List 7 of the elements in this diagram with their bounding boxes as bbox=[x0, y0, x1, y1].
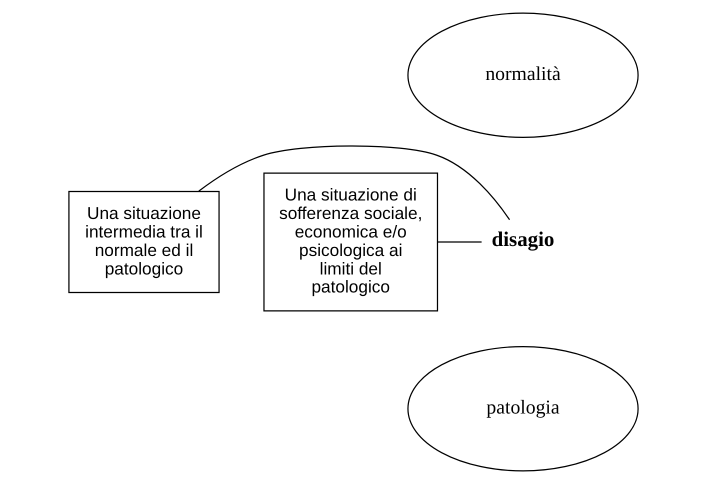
node-box: Una situazione di sofferenza sociale, economica e/o psicologica ai limiti del patologico bbox=[262, 172, 438, 312]
node-text: disagio bbox=[491, 226, 554, 251]
node-box: Una situazione intermedia tra il normale ed il patologico bbox=[68, 190, 220, 294]
connector bbox=[437, 241, 482, 243]
node-ellipse: patologia bbox=[406, 346, 638, 472]
connector bbox=[198, 145, 510, 220]
node-ellipse: normalità bbox=[406, 12, 638, 138]
